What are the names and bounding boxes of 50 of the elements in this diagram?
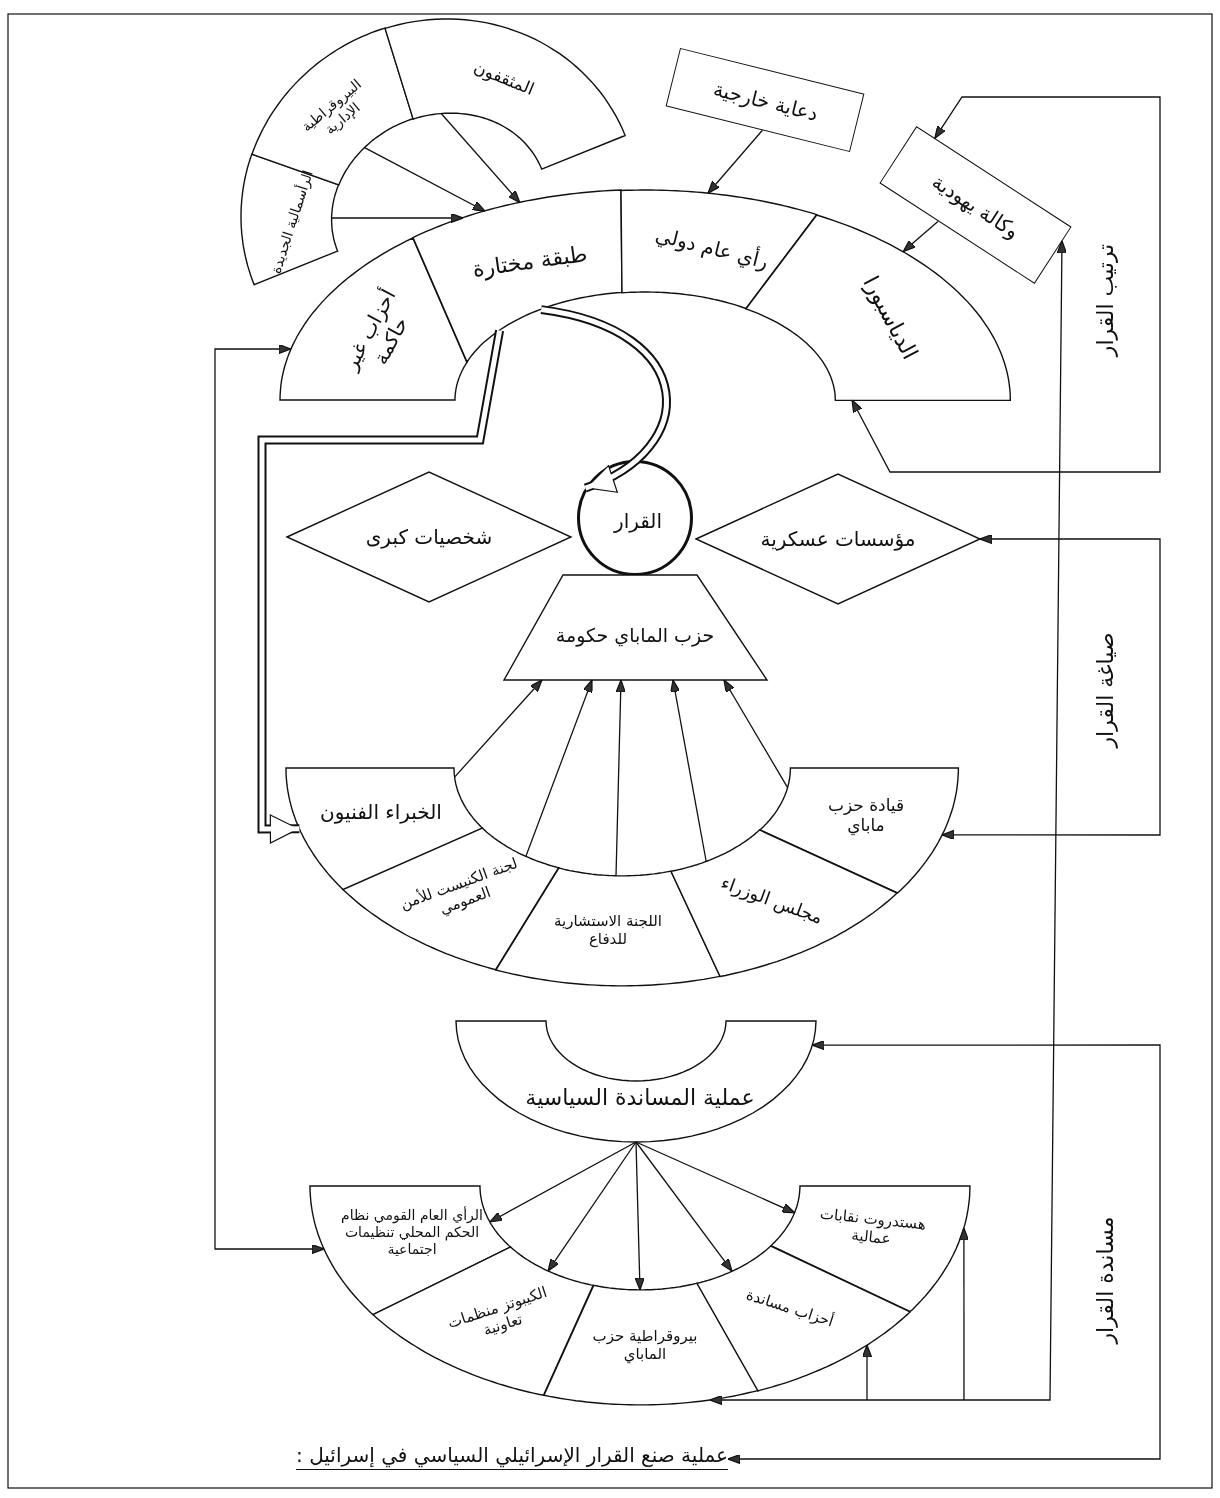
arrow	[615, 679, 626, 877]
arrow	[723, 679, 788, 788]
arrow	[331, 212, 464, 224]
shape-label: البيروقراطية الإدارية	[297, 74, 366, 140]
shape-label: اللجنة الاستشارية للدفاع	[553, 912, 663, 948]
shape-label: مؤسسات عسكرية	[759, 527, 917, 551]
stage-label: ترتيب القرار	[1092, 243, 1118, 357]
arrow	[489, 1141, 637, 1223]
arrow	[670, 679, 707, 863]
shape-label: شخصيات كبرى	[364, 525, 494, 549]
arrow	[525, 679, 593, 858]
shape-label: الكيبوتز منظمات تعاونية	[444, 1281, 551, 1342]
double-arrow	[851, 96, 1161, 473]
arrow	[902, 220, 939, 253]
shape-label: مجلس الوزراء	[717, 871, 827, 929]
arrow	[958, 1227, 969, 1401]
shape-label: الدياسبورا	[857, 270, 924, 366]
shape-label: طبقة مختارة	[469, 239, 590, 284]
arrow	[363, 146, 486, 212]
shape-label: القرار	[612, 509, 663, 533]
caption-text: عملية صنع القرار الإسرائيلي السياسي في إسرائيل :	[296, 1443, 728, 1470]
shape-label: رأي عام دولي	[652, 221, 772, 276]
arrow	[861, 1344, 873, 1401]
shape-label: الرأي العام القومي نظام الحكم المحلي تنظيمات اجتماعية	[340, 1206, 484, 1258]
shape-label: لجنة الكنيست للأمن العمومي	[397, 853, 521, 920]
shape-label: وكالة يهودية	[926, 168, 1025, 246]
double-arrow	[941, 533, 1161, 840]
shape-label: المثقفون	[469, 55, 539, 101]
shape-label: الخبراء الفنيون	[319, 800, 443, 824]
shape-label: عملية المساندة السياسية	[524, 1084, 756, 1112]
shape-label: بيروقراطية حزب الماباي	[591, 1327, 699, 1363]
arrow	[707, 129, 764, 194]
shape-label: الرأسمالية الجديدة	[267, 167, 317, 277]
arrow	[635, 1141, 733, 1272]
shape-label: حزب الماباي حكومة	[554, 623, 716, 647]
arrow	[547, 1141, 637, 1272]
arrow	[453, 679, 543, 778]
arrow	[440, 112, 521, 204]
arrow	[635, 1141, 796, 1214]
shape-label: دعاية خارجية	[710, 75, 822, 128]
stage-label: مساندة القرار	[1092, 1216, 1118, 1344]
double-arrow	[709, 240, 1067, 1406]
arrow	[634, 1141, 645, 1291]
shape-label: قيادة حزب ماباي	[826, 794, 906, 836]
shape-label: أحزاب غير حاكمة	[337, 284, 414, 376]
stage-label: صياغة القرار	[1092, 632, 1118, 748]
double-arrow	[727, 1040, 1161, 1465]
shape-label: هستدروت نقابات عمالية	[818, 1203, 928, 1250]
shape-label: أحزاب مساندة	[743, 1284, 837, 1332]
double-arrow	[214, 343, 325, 1255]
